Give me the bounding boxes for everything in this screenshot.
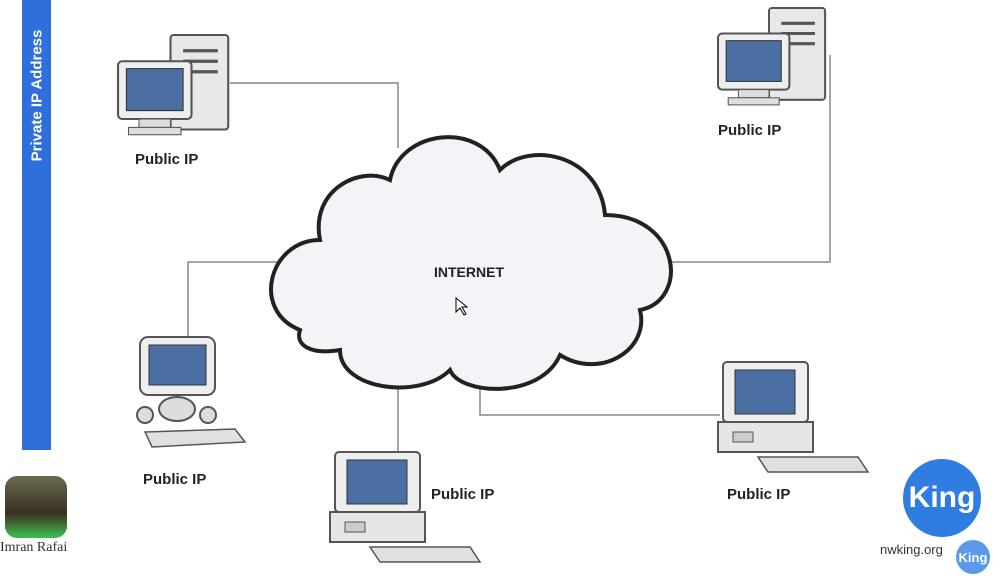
internet-label: INTERNET — [434, 264, 504, 280]
computer-label: Public IP — [135, 151, 199, 168]
brand-logo-small: King — [956, 540, 990, 574]
computer-top-right — [716, 6, 827, 107]
computer-bottom-left — [136, 336, 247, 448]
presenter-avatar — [5, 476, 67, 538]
computer-label: Public IP — [143, 471, 207, 488]
presenter-name: Imran Rafai — [0, 540, 68, 555]
computer-label: Public IP — [727, 486, 791, 503]
computer-label: Public IP — [718, 122, 782, 139]
brand-logo: King — [903, 459, 981, 537]
computer-bottom-right — [717, 361, 869, 473]
connection-lines — [187, 55, 831, 452]
mouse-cursor-icon — [455, 296, 469, 316]
computer-top-left — [116, 33, 230, 137]
brand-site: nwking.org — [880, 542, 943, 557]
sidebar-bar — [22, 0, 51, 450]
computer-label: Public IP — [431, 486, 495, 503]
internet-cloud — [269, 135, 673, 391]
computer-bottom-center — [329, 451, 481, 563]
